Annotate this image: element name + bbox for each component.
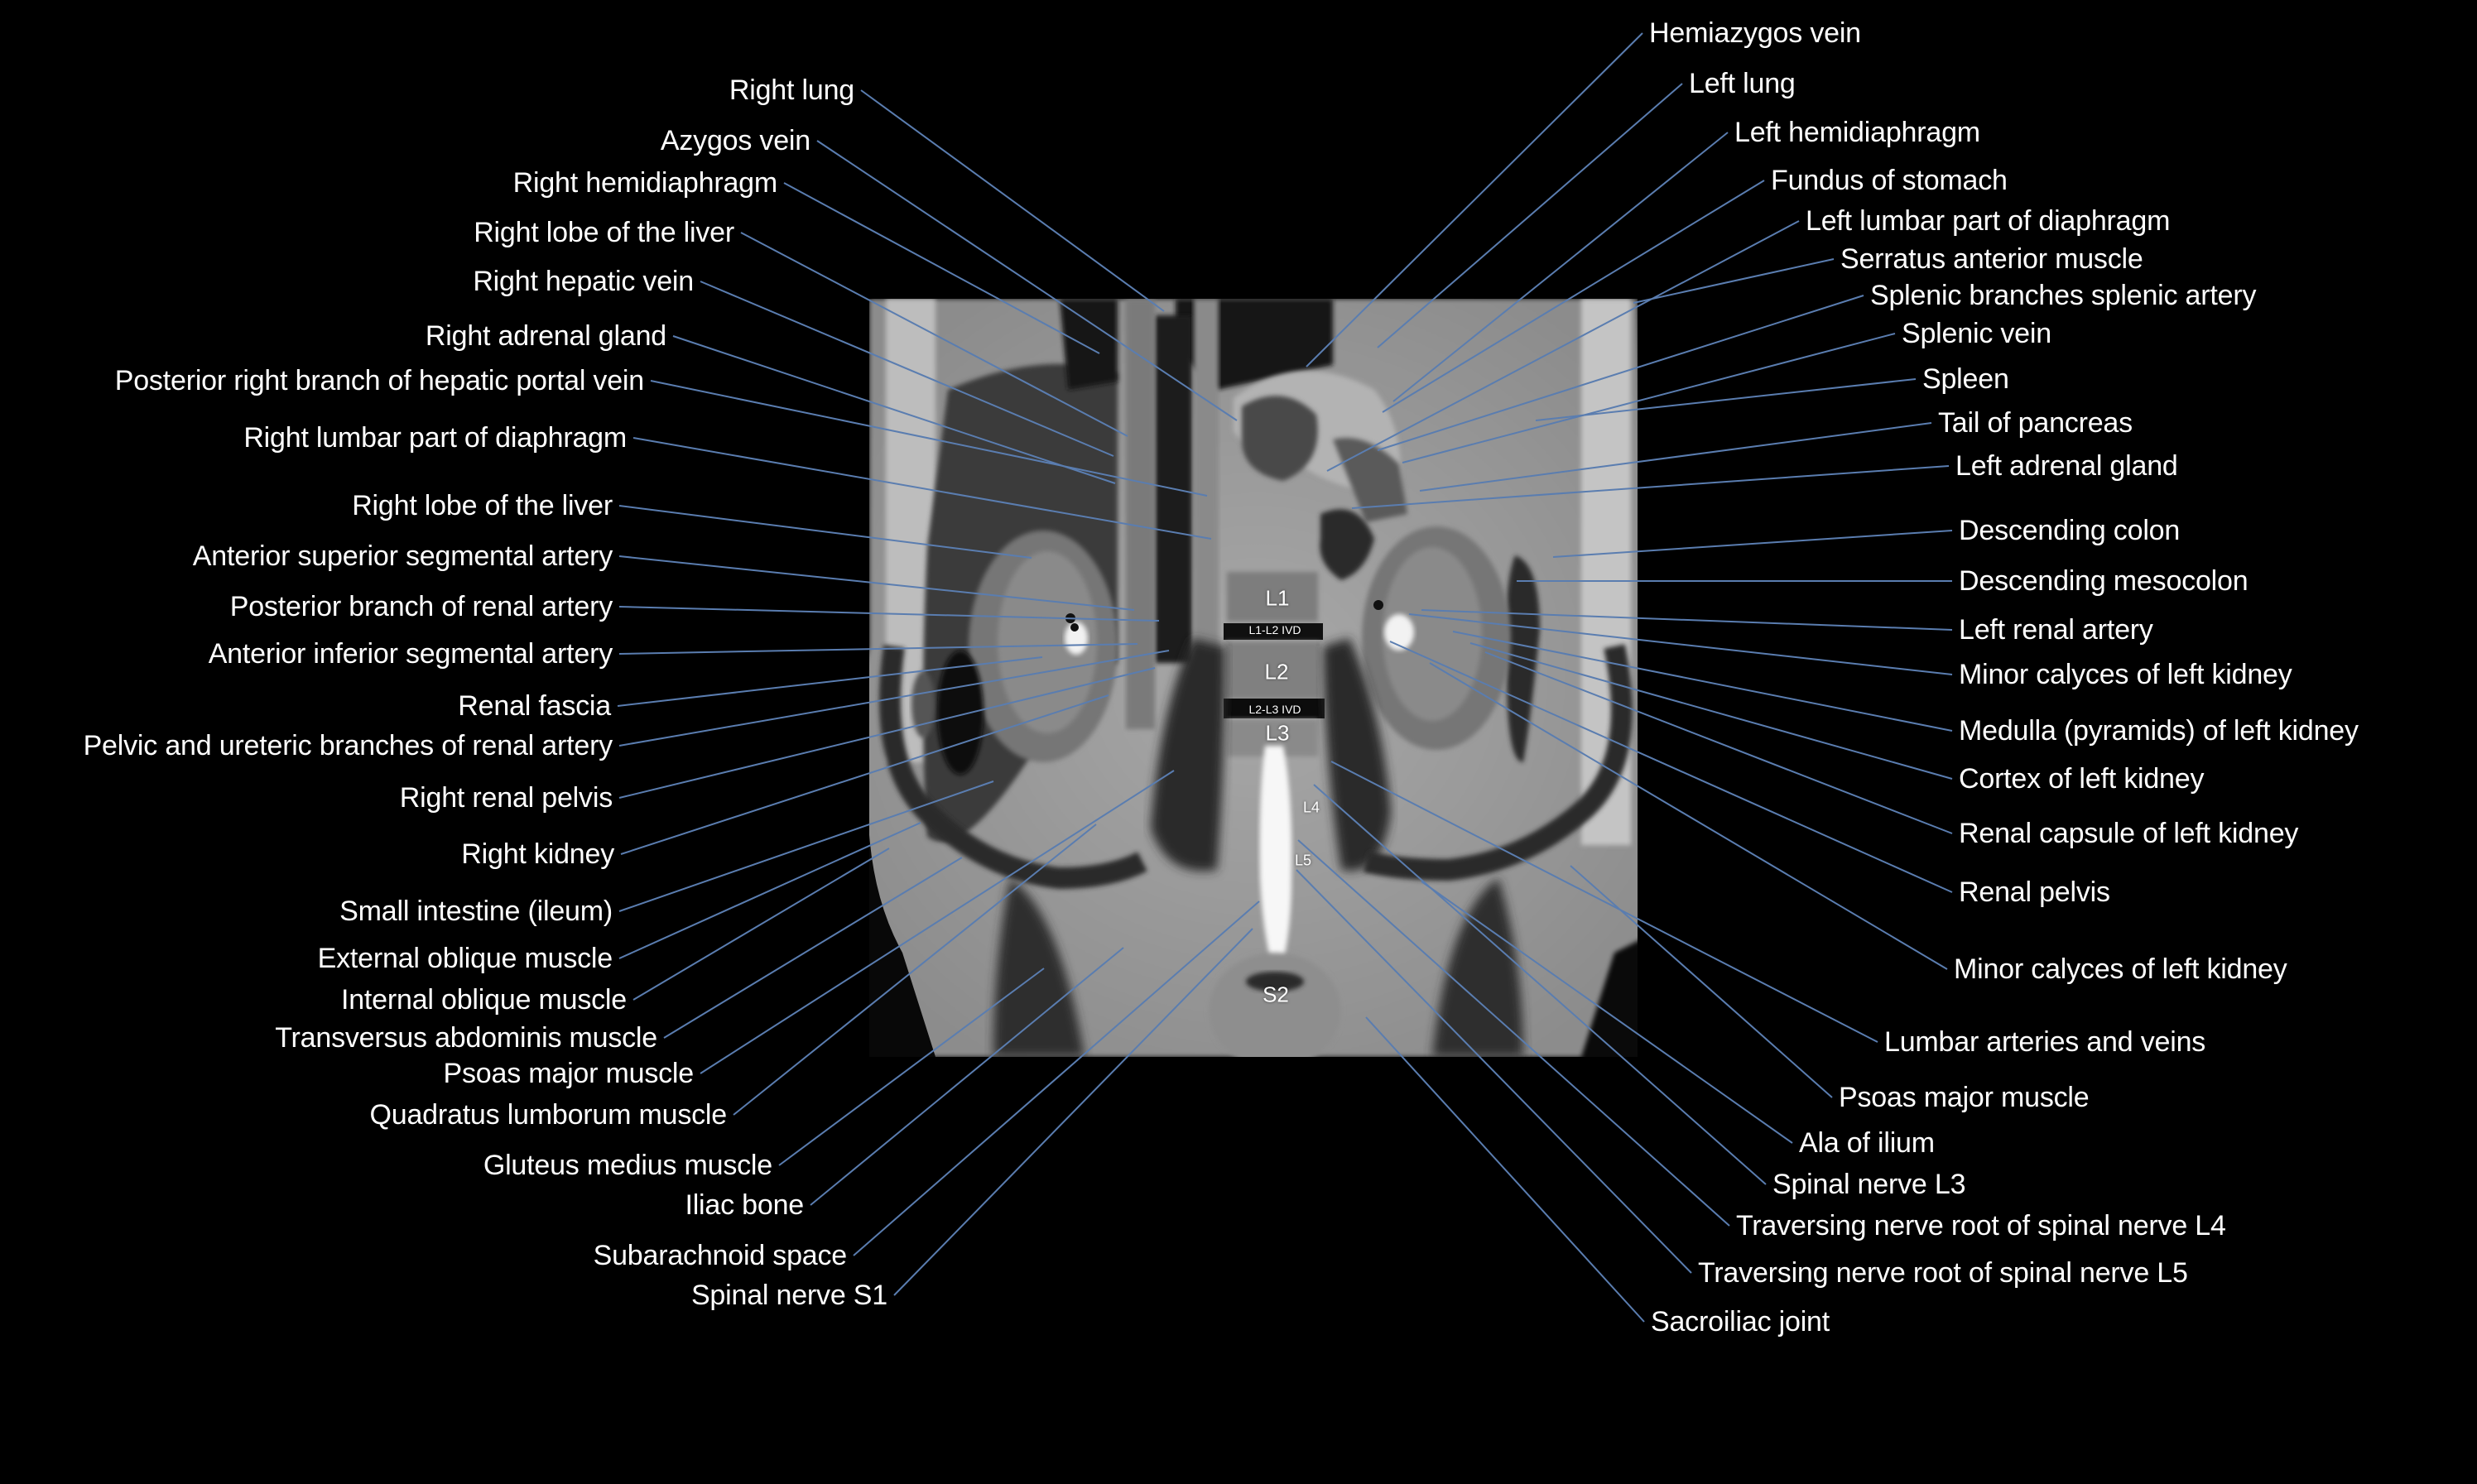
label-minor-calyces-of-left-kidney: Minor calyces of left kidney — [1954, 953, 2287, 985]
vertebral-label-l4: L4 — [1302, 799, 1320, 816]
label-right-hemidiaphragm: Right hemidiaphragm — [512, 167, 778, 199]
coronal-mri-image — [869, 299, 1638, 1057]
label-right-lung-leader-line — [860, 89, 1165, 312]
label-tail-of-pancreas: Tail of pancreas — [1938, 407, 2133, 439]
vertebral-label-l1: L1 — [1265, 585, 1290, 611]
vertebral-label-l2-l3-ivd: L2-L3 IVD — [1248, 703, 1301, 716]
label-internal-oblique-muscle-leader-line — [632, 848, 890, 1001]
label-descending-colon: Descending colon — [1959, 515, 2181, 546]
label-fundus-of-stomach: Fundus of stomach — [1771, 165, 2008, 196]
label-psoas-major-muscle: Psoas major muscle — [1839, 1082, 2090, 1113]
label-psoas-major-muscle: Psoas major muscle — [443, 1058, 695, 1089]
label-left-lumbar-part-of-diaphragm: Left lumbar part of diaphragm — [1806, 205, 2171, 237]
label-splenic-vein: Splenic vein — [1902, 318, 2051, 349]
label-descending-mesocolon: Descending mesocolon — [1959, 565, 2249, 597]
vertebral-label-l5: L5 — [1294, 852, 1312, 869]
label-right-kidney: Right kidney — [461, 838, 614, 870]
label-serratus-anterior-muscle: Serratus anterior muscle — [1840, 243, 2143, 275]
label-anterior-superior-segmental-artery: Anterior superior segmental artery — [192, 540, 613, 572]
vertebral-label-l3: L3 — [1265, 720, 1290, 746]
label-internal-oblique-muscle: Internal oblique muscle — [340, 984, 627, 1016]
label-external-oblique-muscle: External oblique muscle — [317, 943, 613, 974]
label-iliac-bone: Iliac bone — [685, 1189, 804, 1221]
label-right-hepatic-vein: Right hepatic vein — [473, 266, 694, 297]
label-gluteus-medius-muscle: Gluteus medius muscle — [483, 1150, 772, 1181]
label-transversus-abdominis-muscle: Transversus abdominis muscle — [275, 1022, 657, 1054]
label-splenic-branches-splenic-artery: Splenic branches splenic artery — [1870, 280, 2257, 311]
label-renal-fascia: Renal fascia — [458, 690, 611, 722]
label-sacroiliac-joint: Sacroiliac joint — [1651, 1306, 1830, 1338]
label-quadratus-lumborum-muscle: Quadratus lumborum muscle — [369, 1099, 727, 1131]
label-sacroiliac-joint-leader-line — [1365, 1016, 1645, 1323]
label-subarachnoid-space: Subarachnoid space — [593, 1240, 848, 1271]
label-right-lumbar-part-of-diaphragm: Right lumbar part of diaphragm — [243, 422, 627, 454]
label-renal-pelvis: Renal pelvis — [1959, 876, 2110, 908]
label-serratus-anterior-muscle-leader-line — [1633, 258, 1835, 304]
label-right-adrenal-gland: Right adrenal gland — [425, 320, 666, 352]
label-small-intestine-ileum: Small intestine (ileum) — [339, 896, 613, 927]
label-spinal-nerve-s1: Spinal nerve S1 — [690, 1280, 887, 1311]
vertebral-label-l2: L2 — [1264, 659, 1289, 684]
label-right-renal-pelvis: Right renal pelvis — [399, 782, 613, 814]
label-spinal-nerve-l3: Spinal nerve L3 — [1772, 1169, 1966, 1200]
label-left-lung: Left lung — [1689, 68, 1796, 99]
label-minor-calyces-of-left-kidney: Minor calyces of left kidney — [1959, 659, 2292, 690]
label-hemiazygos-vein: Hemiazygos vein — [1649, 17, 1861, 49]
label-left-renal-artery: Left renal artery — [1959, 614, 2153, 646]
label-renal-capsule-of-left-kidney: Renal capsule of left kidney — [1959, 818, 2299, 849]
label-anterior-inferior-segmental-artery: Anterior inferior segmental artery — [208, 638, 613, 670]
label-posterior-right-branch-of-hepatic-portal-vein: Posterior right branch of hepatic portal… — [114, 365, 644, 396]
label-traversing-nerve-root-of-spinal-nerve-l5: Traversing nerve root of spinal nerve L5 — [1698, 1257, 2188, 1289]
label-left-adrenal-gland: Left adrenal gland — [1955, 450, 2178, 482]
label-pelvic-and-ureteric-branches-of-renal-artery: Pelvic and ureteric branches of renal ar… — [83, 730, 613, 761]
label-posterior-branch-of-renal-artery: Posterior branch of renal artery — [229, 591, 613, 622]
label-traversing-nerve-root-of-spinal-nerve-l4: Traversing nerve root of spinal nerve L4 — [1736, 1210, 2226, 1241]
label-medulla-pyramids-of-left-kidney: Medulla (pyramids) of left kidney — [1959, 715, 2359, 747]
label-ala-of-ilium: Ala of ilium — [1799, 1127, 1935, 1159]
label-azygos-vein: Azygos vein — [660, 125, 810, 156]
label-left-hemidiaphragm: Left hemidiaphragm — [1734, 117, 1980, 148]
label-cortex-of-left-kidney: Cortex of left kidney — [1959, 763, 2205, 795]
label-right-lung: Right lung — [729, 74, 854, 106]
label-spleen: Spleen — [1922, 363, 2009, 395]
vertebral-label-s2: S2 — [1263, 982, 1289, 1007]
label-right-lobe-of-the-liver: Right lobe of the liver — [474, 217, 734, 248]
label-right-lobe-of-the-liver: Right lobe of the liver — [352, 490, 613, 521]
vertebral-label-l1-l2-ivd: L1-L2 IVD — [1248, 623, 1301, 636]
label-lumbar-arteries-and-veins: Lumbar arteries and veins — [1884, 1026, 2206, 1058]
